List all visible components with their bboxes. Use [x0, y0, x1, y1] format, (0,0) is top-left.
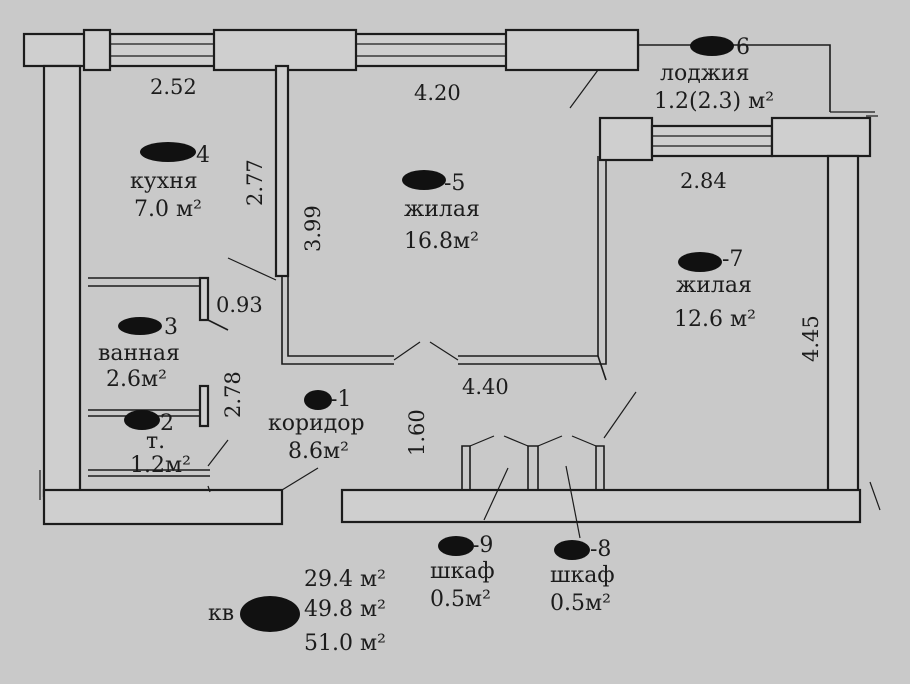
- dim-corridor-height: 1.60: [405, 409, 429, 456]
- total-living-area: 29.4 м²: [304, 567, 386, 592]
- dim-living1-width: 4.20: [414, 81, 461, 105]
- redacted-mark-closet9: [438, 536, 474, 556]
- wall-bottom-left: [42, 488, 284, 526]
- living1-bottom-wall: [287, 276, 394, 357]
- loggia-number: 6: [736, 35, 750, 60]
- wall-right-top: [598, 116, 654, 162]
- wall-left: [42, 64, 82, 498]
- dim-kitchen-width: 2.52: [150, 75, 197, 99]
- living1-name: жилая: [404, 197, 480, 222]
- dim-living1-height: 3.99: [301, 205, 325, 252]
- pier-1: [212, 28, 358, 72]
- living1-area: 16.8м²: [404, 229, 479, 254]
- loggia-name: лоджия: [660, 61, 750, 86]
- dim-living1-bottom: 4.40: [462, 375, 509, 399]
- redacted-mark-corridor: [304, 390, 332, 410]
- redacted-mark-apartment: [240, 596, 300, 632]
- closet9-area: 0.5м²: [430, 587, 491, 612]
- redacted-mark-toilet: [124, 410, 160, 430]
- bath-name: ванная: [98, 341, 180, 366]
- redacted-mark-loggia: [690, 36, 734, 56]
- redacted-mark-kitchen: [140, 142, 196, 162]
- dim-bath-height: 2.78: [221, 371, 245, 418]
- redacted-mark-closet8: [554, 540, 590, 560]
- dim-living2-width: 2.84: [680, 169, 727, 193]
- bath-number: 3: [164, 315, 178, 340]
- closet8-name: шкаф: [550, 563, 615, 588]
- living2-area: 12.6 м²: [674, 307, 756, 332]
- closet9-name: шкаф: [430, 559, 495, 584]
- closet-9-outline: [461, 445, 471, 490]
- kitchen-number: 4: [196, 143, 210, 168]
- closet-8-outline: [595, 445, 605, 490]
- wall-bottom-right: [340, 488, 862, 524]
- loggia-area: 1.2(2.3) м²: [654, 89, 774, 114]
- pier-2: [504, 28, 640, 72]
- toilet-name: т.: [146, 429, 165, 454]
- closet9-number: -9: [472, 533, 493, 558]
- kitchen-area: 7.0 м²: [134, 197, 202, 222]
- bath-area: 2.6м²: [106, 367, 167, 392]
- closet8-area: 0.5м²: [550, 591, 611, 616]
- dim-kitchen-height: 2.77: [243, 159, 267, 206]
- partition-kitchen-living: [274, 64, 290, 278]
- kitchen-name: кухня: [130, 169, 198, 194]
- window-band-right: [650, 124, 774, 158]
- living1-number: -5: [444, 171, 465, 196]
- partition-bath-right: [198, 276, 210, 322]
- wall-right: [826, 154, 860, 494]
- toilet-area: 1.2м²: [130, 453, 191, 478]
- closet8-number: -8: [590, 537, 611, 562]
- redacted-mark-living1: [402, 170, 446, 190]
- living2-name: жилая: [676, 273, 752, 298]
- corridor-area: 8.6м²: [288, 439, 349, 464]
- redacted-mark-living2: [678, 252, 722, 272]
- wall-right-top-2: [770, 116, 872, 158]
- total-area: 49.8 м²: [304, 597, 386, 622]
- corridor-name: коридор: [268, 411, 365, 436]
- dim-corridor-step: 0.93: [216, 293, 263, 317]
- pier-0: [82, 28, 112, 72]
- redacted-mark-bath: [118, 317, 162, 335]
- apartment-prefix: кв: [208, 601, 234, 626]
- living2-number: -7: [722, 247, 743, 272]
- total-area-with-loggia: 51.0 м²: [304, 631, 386, 656]
- corridor-number: -1: [330, 387, 351, 412]
- toilet-number: 2: [160, 411, 174, 436]
- dim-living2-height: 4.45: [799, 315, 823, 362]
